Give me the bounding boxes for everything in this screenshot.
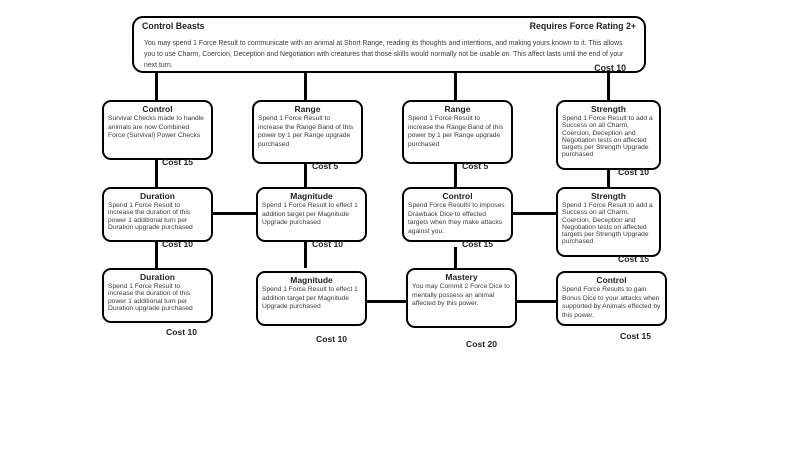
upgrade-body: Spend 1 Force Result to increase the Ran… xyxy=(258,115,354,148)
upgrade-title: Control xyxy=(442,191,473,201)
upgrade-card-magnitude-r3c2[interactable]: Magnitude Spend 1 Force Result to effect… xyxy=(256,271,367,326)
upgrade-title: Control xyxy=(142,104,173,114)
upgrade-body: Spend 1 Force Result to add a Success on… xyxy=(562,115,653,159)
upgrade-card-control-r2c3[interactable]: Control Spend Force Results to imposes D… xyxy=(402,187,513,242)
connector-root-to-r1c2 xyxy=(304,73,307,100)
upgrade-body: Spend 1 Force Result to effect 1 additio… xyxy=(262,202,358,227)
upgrade-card-strength-r1c4[interactable]: Strength Spend 1 Force Result to add a S… xyxy=(556,100,661,170)
upgrade-body: Survival Checks made to handle animals a… xyxy=(108,115,204,140)
upgrade-body: Spend 1 Force Result to add a Success on… xyxy=(562,202,653,246)
upgrade-body: You may Commit 2 Force Dice to mentally … xyxy=(412,283,510,308)
upgrade-body: Spend 1 Force Result to increase the dur… xyxy=(108,283,193,312)
cost-label-r3c2: Cost 10 xyxy=(316,334,348,344)
connector-r1c1-to-r2c1 xyxy=(155,159,158,187)
cost-label-r3c4: Cost 15 xyxy=(620,331,652,341)
connector-root-to-r1c3 xyxy=(454,73,457,100)
connector-r1c3-to-r2c3 xyxy=(454,163,457,187)
upgrade-title: Duration xyxy=(140,272,175,282)
connector-r2c3-to-r2c4 xyxy=(512,212,557,215)
root-card-header: Control Beasts Requires Force Rating 2+ xyxy=(134,18,644,34)
upgrade-title: Magnitude xyxy=(290,191,333,201)
upgrade-card-range-r1c3[interactable]: Range Spend 1 Force Result to increase t… xyxy=(402,100,513,164)
cost-label-r2c3: Cost 15 xyxy=(462,239,494,249)
upgrade-title: Magnitude xyxy=(290,275,333,285)
upgrade-card-duration-r3c1[interactable]: Duration Spend 1 Force Result to increas… xyxy=(102,268,213,323)
connector-root-to-r1c4 xyxy=(607,73,610,100)
upgrade-body: Spend Force Results to imposes Drawback … xyxy=(408,202,505,235)
connector-root-to-r1c1 xyxy=(155,73,158,100)
upgrade-card-mastery-r3c3[interactable]: Mastery You may Commit 2 Force Dice to m… xyxy=(406,268,517,328)
power-description: You may spend 1 Force Result to communic… xyxy=(144,40,624,70)
connector-r3c2-to-r3c3 xyxy=(362,300,407,303)
upgrade-title: Control xyxy=(596,275,627,285)
upgrade-title: Range xyxy=(444,104,471,114)
upgrade-title: Mastery xyxy=(445,272,478,282)
upgrade-body: Spend 1 Force Result to effect 1 additio… xyxy=(262,286,358,311)
upgrade-body: Spend 1 Force Result to increase the Ran… xyxy=(408,115,504,148)
connector-r2c1-to-r2c2 xyxy=(212,212,257,215)
connector-r2c3-to-r3c3 xyxy=(454,247,457,268)
cost-label-r2c1: Cost 10 xyxy=(162,239,194,249)
cost-label-r1c2: Cost 5 xyxy=(312,161,339,171)
upgrade-card-control-r3c4[interactable]: Control Spend Force Results to gain Bonu… xyxy=(556,271,667,326)
upgrade-title: Strength xyxy=(591,104,626,114)
cost-label-r2c4: Cost 15 xyxy=(618,254,650,264)
connector-r2c1-to-r3c1 xyxy=(155,241,158,268)
root-power-card[interactable]: Control Beasts Requires Force Rating 2+ … xyxy=(132,16,646,73)
upgrade-card-magnitude-r2c2[interactable]: Magnitude Spend 1 Force Result to effect… xyxy=(256,187,367,242)
upgrade-title: Duration xyxy=(140,191,175,201)
upgrade-body: Spend 1 Force Result to increase the dur… xyxy=(108,202,193,231)
cost-label-r1c3: Cost 5 xyxy=(462,161,489,171)
connector-r2c2-to-r3c2 xyxy=(304,241,307,268)
cost-label-r2c2: Cost 10 xyxy=(312,239,344,249)
upgrade-body: Spend Force Results to gain Bonus Dice t… xyxy=(562,286,661,319)
upgrade-card-control-r1c1[interactable]: Control Survival Checks made to handle a… xyxy=(102,100,213,160)
upgrade-title: Strength xyxy=(591,191,626,201)
root-cost-label: Cost 10 xyxy=(594,63,626,73)
upgrade-card-duration-r2c1[interactable]: Duration Spend 1 Force Result to increas… xyxy=(102,187,213,242)
power-name: Control Beasts xyxy=(142,21,205,31)
upgrade-card-range-r1c2[interactable]: Range Spend 1 Force Result to increase t… xyxy=(252,100,363,164)
force-rating-requirement: Requires Force Rating 2+ xyxy=(529,21,636,31)
cost-label-r3c3: Cost 20 xyxy=(466,339,498,349)
connector-r3c3-to-r3c4 xyxy=(512,300,557,303)
cost-label-r1c1: Cost 15 xyxy=(162,157,194,167)
upgrade-card-strength-r2c4[interactable]: Strength Spend 1 Force Result to add a S… xyxy=(556,187,661,257)
connector-r1c4-to-r2c4 xyxy=(607,169,610,187)
connector-r1c2-to-r2c2 xyxy=(304,163,307,187)
cost-label-r3c1: Cost 10 xyxy=(166,327,198,337)
upgrade-title: Range xyxy=(294,104,321,114)
cost-label-r1c4: Cost 10 xyxy=(618,167,650,177)
